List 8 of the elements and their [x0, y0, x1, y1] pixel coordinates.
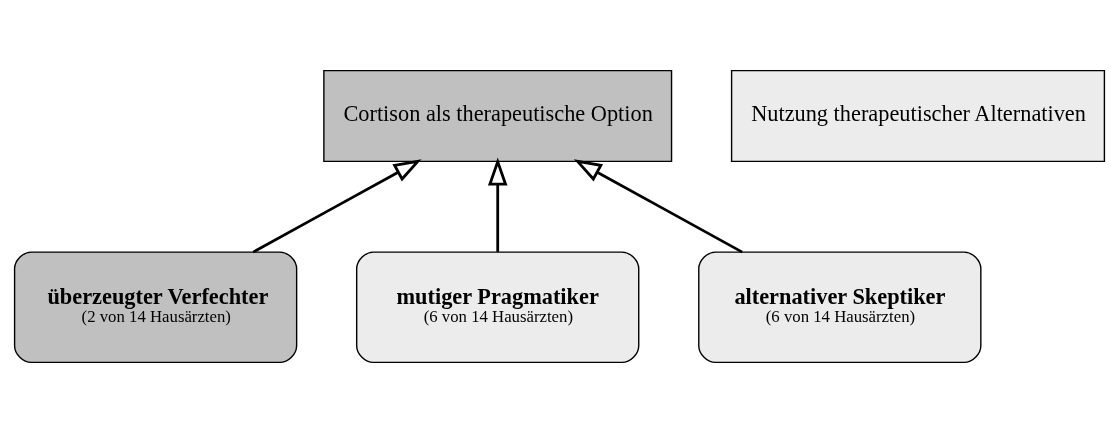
node-box: alternativer Skeptiker (6 von 14 Hausärzten) [698, 250, 982, 363]
node-box: Cortison als therapeutische Option [323, 69, 673, 162]
arrow [252, 158, 422, 253]
node-box: Nutzung therapeutischer Alternativen [730, 69, 1106, 162]
arrow [573, 158, 743, 253]
arrow [487, 157, 508, 252]
node-box: mutiger Pragmatiker (6 von 14 Hausärzten) [356, 250, 640, 363]
node-box: überzeugter Verfechter (2 von 14 Hausärzten) [13, 250, 298, 363]
